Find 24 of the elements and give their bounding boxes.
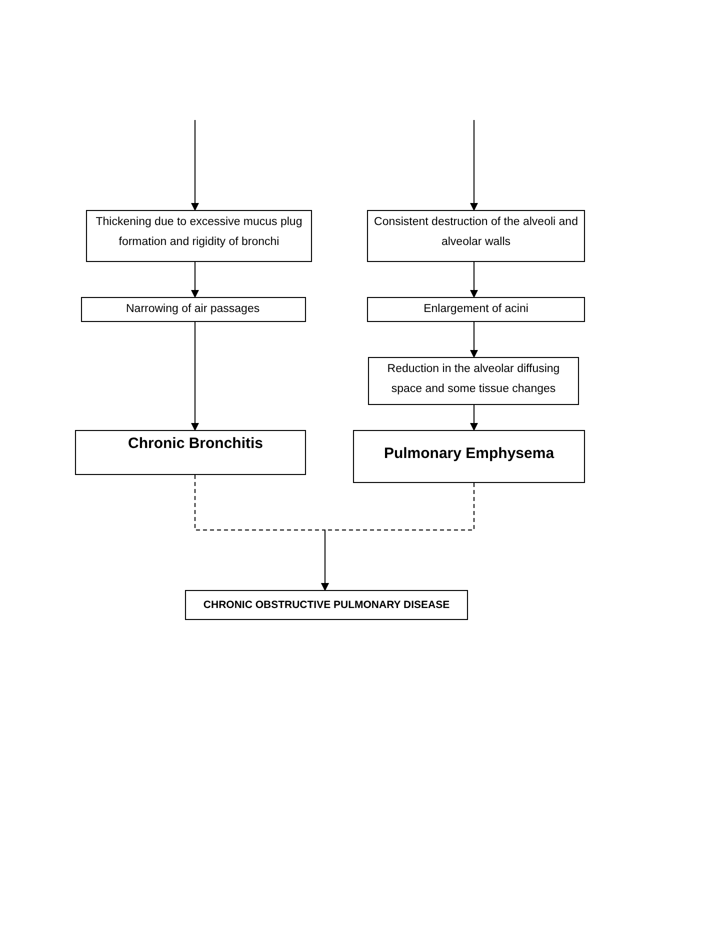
process-box <box>86 210 312 262</box>
box-text: Thickening due to excessive mucus plug formation and rigidity of bronchi <box>96 216 302 248</box>
box-text: CHRONIC OBSTRUCTIVE PULMONARY DISEASE <box>203 599 450 611</box>
process-box <box>75 430 306 475</box>
process-box <box>367 210 585 262</box>
arrow <box>470 120 478 211</box>
arrow <box>191 120 199 211</box>
process-box <box>367 297 585 322</box>
box-text: Consistent destruction of the alveoli and alveolar walls <box>374 216 578 248</box>
process-box <box>185 590 468 620</box>
process-box <box>353 430 585 483</box>
arrow <box>191 262 199 298</box>
process-box <box>368 357 579 405</box>
process-box <box>81 297 306 322</box>
arrow <box>321 482 474 591</box>
arrow <box>191 322 199 431</box>
arrow <box>470 322 478 358</box>
box-text: Enlargement of acini <box>424 303 528 315</box>
box-text: Pulmonary Emphysema <box>384 445 554 462</box>
arrow <box>470 262 478 298</box>
box-text: Reduction in the alveolar diffusing space and some tissue changes <box>387 363 560 395</box>
arrow <box>470 404 478 431</box>
box-text: Narrowing of air passages <box>126 303 260 315</box>
box-text: Chronic Bronchitis <box>128 435 264 452</box>
